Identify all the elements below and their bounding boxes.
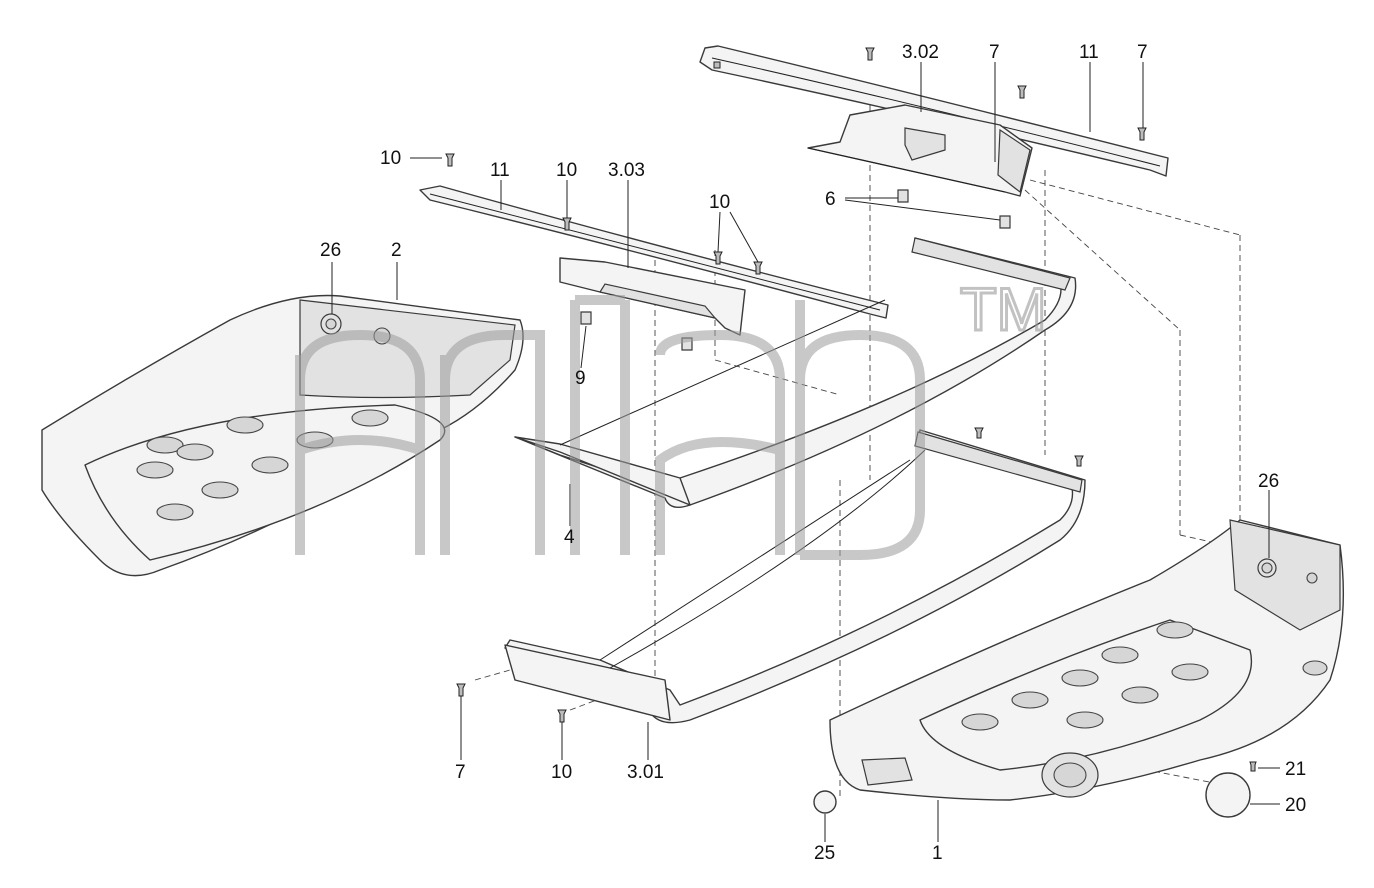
callout-11-middle: 11 — [490, 160, 510, 181]
callout-21: 21 — [1285, 759, 1306, 780]
part-3-03-bracket — [559, 257, 746, 336]
watermark-trademark: TM — [960, 276, 1047, 343]
callout-20: 20 — [1285, 795, 1306, 816]
callout-3-01: 3.01 — [627, 762, 664, 783]
callout-2: 2 — [391, 240, 402, 261]
part-3-02-bracket — [807, 104, 1033, 197]
callout-10-left: 10 — [380, 148, 401, 169]
callout-7-top: 7 — [989, 42, 1000, 63]
callout-9: 9 — [575, 368, 586, 389]
small-parts — [580, 189, 1251, 818]
callout-3-02: 3.02 — [902, 42, 939, 63]
watermark: TM — [295, 275, 1048, 560]
part-1-right-tray — [829, 519, 1345, 801]
part-9-clip-a — [580, 311, 592, 325]
callout-leaders — [331, 62, 1280, 842]
callout-26-left: 26 — [320, 240, 341, 261]
part-11-middle-rail — [419, 185, 889, 319]
callout-10-middle: 10 — [556, 160, 577, 181]
callout-6: 6 — [825, 189, 836, 210]
part-2-left-tray — [41, 294, 524, 577]
callout-1: 1 — [932, 843, 943, 864]
callout-4: 4 — [564, 527, 575, 548]
callout-3-03: 3.03 — [608, 160, 645, 181]
callout-11-top: 11 — [1079, 42, 1099, 63]
fasteners — [445, 47, 1257, 772]
callout-25: 25 — [814, 843, 835, 864]
callout-7-right: 7 — [1137, 42, 1148, 63]
callout-7-bottom: 7 — [455, 762, 466, 783]
part-3-01-frame — [504, 429, 1086, 724]
callout-26-right: 26 — [1258, 471, 1279, 492]
part-25-cap — [813, 790, 837, 814]
callout-labels: 3.02 7 11 7 10 11 10 3.03 10 6 26 2 9 4 … — [320, 42, 1306, 864]
part-20-cover — [1205, 772, 1251, 818]
part-6-clip-a — [897, 189, 909, 203]
part-6-clip-b — [999, 215, 1011, 229]
callout-10-bottom: 10 — [551, 762, 572, 783]
callout-10-right: 10 — [709, 192, 730, 213]
